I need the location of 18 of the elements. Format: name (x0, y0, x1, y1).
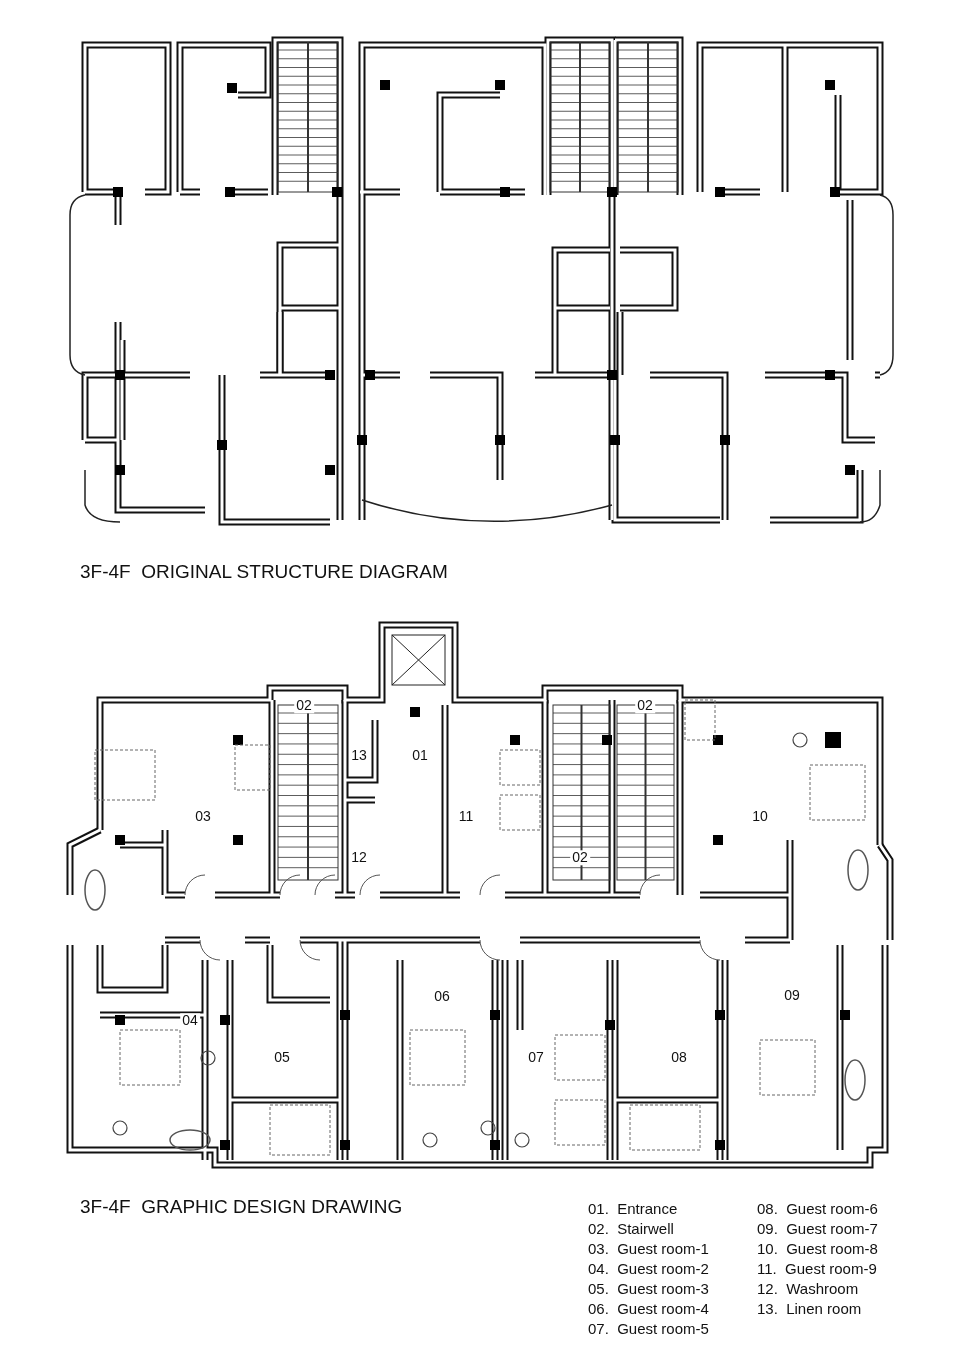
legend-note: 07. Guest room-5 (588, 1321, 709, 1338)
legend-note: 05. Guest room-3 (588, 1281, 709, 1298)
legend-note: 11. Guest room-9 (757, 1261, 877, 1278)
legend-note: 12. Washroom (757, 1281, 859, 1298)
legend-note: 09. Guest room-7 (757, 1221, 878, 1238)
room-number: 02 (570, 850, 590, 866)
drawing-caption: 3F-4F GRAPHIC DESIGN DRAWING (80, 1197, 403, 1218)
legend-note: 10. Guest room-8 (757, 1241, 878, 1258)
legend-note: 02. Stairwell (588, 1221, 674, 1238)
room-number: 02 (635, 698, 655, 714)
legend-note: 13. Linen room (757, 1301, 862, 1318)
legend-note: 03. Guest room-1 (588, 1241, 709, 1258)
legend-note: 04. Guest room-2 (588, 1261, 709, 1278)
legend-note: 06. Guest room-4 (588, 1301, 709, 1318)
drawing-caption: 3F-4F ORIGINAL STRUCTURE DIAGRAM (80, 562, 448, 583)
legend-note: 08. Guest room-6 (757, 1201, 878, 1218)
room-number: 02 (294, 698, 314, 714)
legend-note: 01. Entrance (588, 1201, 678, 1218)
